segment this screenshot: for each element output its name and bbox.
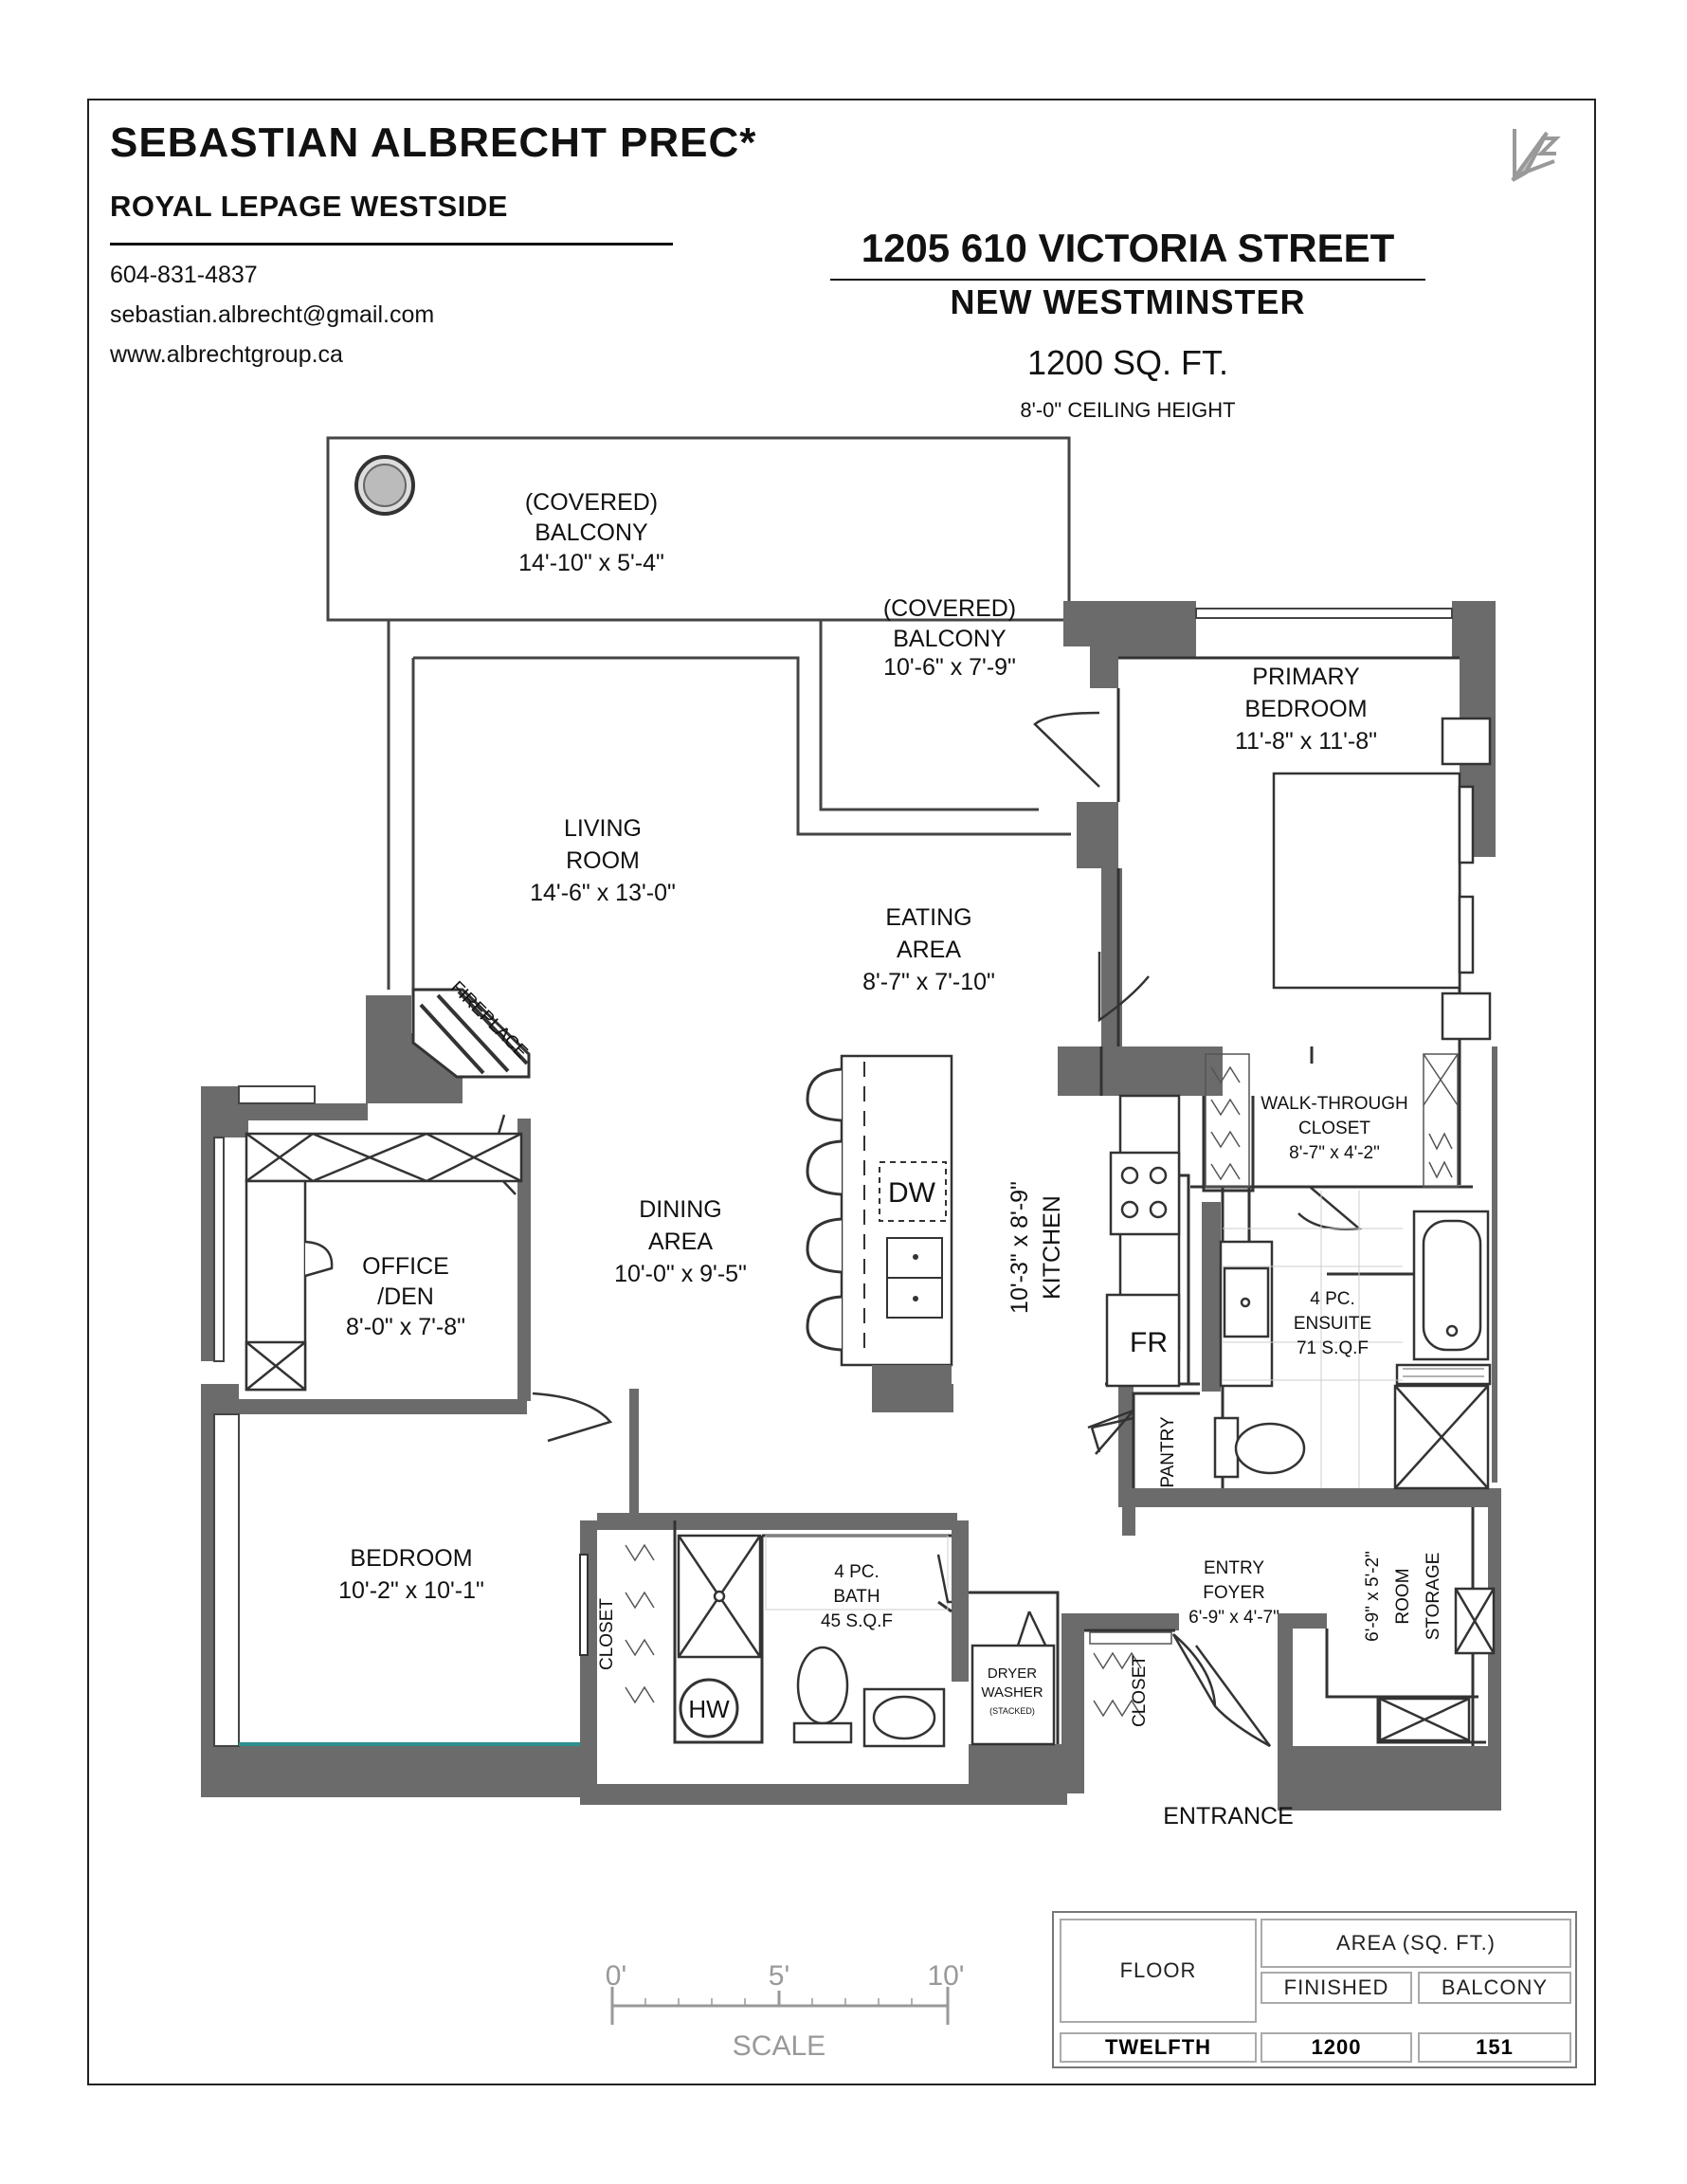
entry-closet: [1089, 1631, 1172, 1718]
finished-header: FINISHED: [1261, 1972, 1412, 2004]
living-room-label-2: ROOM: [566, 847, 640, 874]
balcony-header: BALCONY: [1418, 1972, 1571, 2004]
balcony-top-label-2: BALCONY: [535, 519, 648, 546]
scale-tick-0: 0': [606, 1960, 626, 1992]
pantry-label: PANTRY: [1158, 1416, 1178, 1488]
storage-dims: 6'-9" x 5'-2": [1363, 1551, 1383, 1642]
scale-tick-10: 10': [927, 1960, 964, 1992]
entry-closet-label: CLOSET: [1130, 1655, 1150, 1727]
balcony-top-label-1: (COVERED): [525, 489, 658, 516]
scale-labels: 0' 5' 10' SCALE: [606, 1960, 965, 2062]
living-room-label-1: LIVING: [564, 815, 642, 842]
primary-bedroom-label-1: PRIMARY: [1252, 664, 1360, 690]
bath-label-2: BATH: [833, 1587, 880, 1607]
property-area: 1200 SQ. FT.: [1026, 343, 1229, 382]
window-teal-strip: [239, 1742, 580, 1746]
bath-fixtures: [677, 1534, 952, 1748]
windows: [213, 608, 1453, 1747]
balcony-right-label-2: BALCONY: [893, 626, 1007, 652]
agent-name: SEBASTIAN ALBRECHT PREC*: [110, 119, 757, 166]
agent-email[interactable]: sebastian.albrecht@gmail.com: [110, 301, 435, 328]
agent-company: ROYAL LEPAGE WESTSIDE: [110, 190, 508, 223]
bedroom-dims: 10'-2" x 10'-1": [338, 1577, 484, 1604]
office-label-1: OFFICE: [362, 1253, 449, 1280]
primary-bed-icon: [1272, 717, 1492, 1041]
laundry-label-3: (STACKED): [989, 1706, 1035, 1716]
page-frame: [87, 99, 1596, 2085]
dishwasher-label: DW: [888, 1177, 936, 1209]
bedroom-closet-label: CLOSET: [597, 1598, 617, 1670]
ensuite-dims: 71 S.Q.F: [1297, 1338, 1369, 1358]
ensuite-label-2: ENSUITE: [1294, 1314, 1371, 1334]
bedroom-label: BEDROOM: [350, 1545, 472, 1572]
kitchen-island: [840, 1054, 953, 1388]
storage-fixtures: [1378, 1587, 1496, 1742]
storage-label-1: ROOM: [1393, 1568, 1413, 1624]
ensuite-tile-grid: [1223, 1191, 1403, 1488]
fireplace-icon: [411, 988, 531, 1079]
walk-closet-label-2: CLOSET: [1298, 1119, 1370, 1138]
closet-shelving: [1205, 1053, 1459, 1188]
dining-area-label-1: DINING: [639, 1196, 722, 1223]
pantry-door-icon: [1090, 1416, 1134, 1453]
living-room-dims: 14'-6" x 13'-0": [530, 880, 676, 906]
balcony-right-label-1: (COVERED): [883, 595, 1016, 622]
ensuite-fixtures: [1213, 1210, 1492, 1490]
finished-value: 1200: [1261, 2032, 1412, 2063]
agent-divider: [110, 243, 673, 246]
primary-bedroom-dims: 11'-8" x 11'-8": [1235, 728, 1377, 755]
floor-value: TWELFTH: [1060, 2032, 1257, 2063]
floor-drain-icon: [354, 455, 415, 516]
walk-closet-dims: 8'-7" x 4'-2": [1289, 1143, 1380, 1163]
laundry-box: [970, 1644, 1056, 1746]
kitchen-label: KITCHEN: [1039, 1195, 1065, 1300]
agent-phone[interactable]: 604-831-4837: [110, 262, 258, 288]
bath-dims: 45 S.Q.F: [821, 1611, 893, 1631]
bar-stools: [806, 1067, 843, 1352]
area-table: FLOOR AREA (SQ. FT.) FINISHED BALCONY TW…: [1052, 1911, 1577, 2068]
bedroom-closet: [579, 1543, 655, 1704]
balcony-value: 151: [1418, 2032, 1571, 2063]
balcony-outline: [326, 436, 1071, 990]
scale-bar: [610, 1987, 950, 2025]
dining-area-label-2: AREA: [648, 1228, 713, 1255]
office-label-2: /DEN: [377, 1283, 434, 1310]
entrance-label: ENTRANCE: [1163, 1803, 1294, 1829]
eating-area-dims: 8'-7" x 7'-10": [862, 969, 995, 995]
north-arrow-icon: [1511, 129, 1561, 182]
area-header: AREA (SQ. FT.): [1261, 1919, 1571, 1968]
agent-website[interactable]: www.albrechtgroup.ca: [110, 341, 343, 368]
laundry-label-2: WASHER: [981, 1684, 1043, 1701]
storage-label-2: STORAGE: [1424, 1553, 1443, 1641]
office-cabinets: [245, 1132, 523, 1392]
kitchen-dims: 10'-3" x 8'-9": [1007, 1181, 1033, 1314]
ceiling-height: 8'-0" CEILING HEIGHT: [1020, 398, 1236, 422]
eating-area-label-2: AREA: [897, 937, 961, 963]
kitchen-counter: [1105, 1094, 1181, 1388]
office-dims: 8'-0" x 7'-8": [346, 1314, 465, 1340]
water-heater-icon: [679, 1678, 739, 1738]
primary-bedroom-label-2: BEDROOM: [1244, 696, 1367, 722]
property-city: NEW WESTMINSTER: [950, 282, 1306, 321]
bath-label-1: 4 PC.: [834, 1562, 880, 1582]
dining-area-dims: 10'-0" x 9'-5": [614, 1261, 747, 1287]
balcony-top-dims: 14'-10" x 5'-4": [518, 550, 664, 576]
floor-header: FLOOR: [1060, 1919, 1257, 2023]
entry-label-2: FOYER: [1203, 1583, 1264, 1603]
address-divider: [830, 279, 1425, 281]
balcony-right-dims: 10'-6" x 7'-9": [883, 654, 1016, 681]
ensuite-label-1: 4 PC.: [1310, 1289, 1355, 1309]
water-heater-label: HW: [688, 1695, 730, 1723]
laundry-label-1: DRYER: [988, 1665, 1037, 1682]
fridge-label: FR: [1130, 1327, 1168, 1358]
entry-label-1: ENTRY: [1204, 1558, 1264, 1578]
property-street: 1205 610 VICTORIA STREET: [861, 226, 1395, 270]
entry-dims: 6'-9" x 4'-7": [1188, 1608, 1279, 1628]
walk-closet-label-1: WALK-THROUGH: [1261, 1094, 1408, 1114]
eating-area-label-1: EATING: [885, 904, 971, 931]
scale-tick-5: 5': [769, 1960, 789, 1992]
scale-label: SCALE: [733, 2030, 825, 2062]
